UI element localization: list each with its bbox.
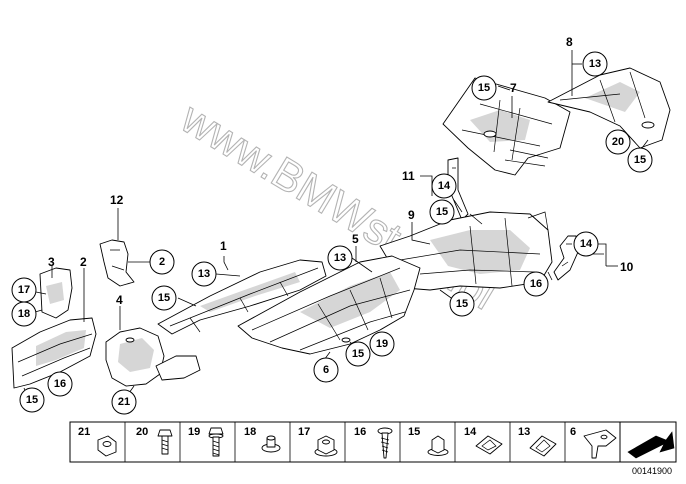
- svg-text:15: 15: [634, 154, 646, 166]
- callout: 17: [11, 277, 37, 303]
- heat-shield-7: [442, 77, 571, 176]
- part-labels: 1 2 3 4 5 7 8 9 10 11 12: [48, 35, 634, 307]
- spring-clip-icon: [529, 435, 557, 457]
- legend-strip: 21 20 19 18 17 16 15 14 13 6: [69, 421, 677, 463]
- hex-bolt-icon: [157, 429, 173, 455]
- callout: 20: [605, 129, 631, 155]
- svg-text:15: 15: [436, 206, 448, 218]
- svg-text:19: 19: [376, 338, 388, 350]
- part-label-9: 9: [408, 208, 415, 222]
- legend-label: 19: [188, 426, 200, 438]
- heat-shield-9: [379, 211, 553, 291]
- svg-text:15: 15: [26, 394, 38, 406]
- spring-nut-icon: [475, 435, 503, 455]
- callout: 13: [582, 51, 608, 77]
- callout: 15: [449, 291, 475, 317]
- svg-text:15: 15: [352, 348, 364, 360]
- callout: 16: [523, 271, 549, 297]
- callout: 21: [111, 389, 137, 415]
- bracket-10: [553, 235, 579, 281]
- legend-label: 13: [518, 426, 530, 438]
- svg-text:15: 15: [158, 292, 170, 304]
- svg-text:13: 13: [589, 58, 601, 70]
- legend-label: 6: [570, 426, 576, 438]
- callout: 15: [19, 387, 45, 413]
- legend-label: 17: [298, 426, 310, 438]
- svg-text:13: 13: [334, 252, 346, 264]
- clip-nut-icon: [427, 435, 449, 456]
- heat-shield-1: [157, 259, 327, 335]
- part-label-5: 5: [352, 232, 359, 246]
- callout: 13: [191, 261, 217, 287]
- svg-text:13: 13: [198, 268, 210, 280]
- callout: 6: [313, 357, 339, 383]
- callout: 14: [573, 231, 599, 257]
- callout: 19: [369, 331, 395, 357]
- svg-text:14: 14: [438, 180, 451, 192]
- heat-shield-8: [547, 67, 671, 149]
- bracket-12: [99, 239, 135, 287]
- svg-text:14: 14: [580, 238, 593, 250]
- callout: 18: [11, 301, 37, 327]
- part-label-10: 10: [620, 260, 634, 274]
- part-label-12: 12: [110, 193, 124, 207]
- svg-text:6: 6: [323, 364, 329, 376]
- callout: 13: [327, 245, 353, 271]
- part-label-3: 3: [48, 255, 55, 269]
- part-label-4: 4: [116, 293, 123, 307]
- legend-label: 21: [78, 426, 90, 438]
- legend-label: 15: [408, 426, 420, 438]
- self-tapping-screw-icon: [377, 427, 393, 459]
- heat-shield-2: [11, 317, 97, 389]
- legend-label: 16: [354, 426, 366, 438]
- svg-text:17: 17: [18, 284, 30, 296]
- callout: 15: [627, 147, 653, 173]
- svg-text:18: 18: [18, 308, 30, 320]
- callouts: 13 15 15 20 14 15 14 16 2 13 13 15 15 17…: [11, 51, 653, 415]
- hex-nut-icon: [97, 435, 117, 457]
- part-label-8: 8: [566, 35, 573, 49]
- legend-label: 20: [136, 426, 148, 438]
- callout: 2: [149, 249, 175, 275]
- heat-shield-4: [105, 327, 201, 387]
- legend-label: 18: [244, 426, 256, 438]
- svg-text:2: 2: [159, 256, 165, 268]
- svg-text:21: 21: [118, 396, 130, 408]
- svg-text:20: 20: [612, 136, 624, 148]
- bolt-with-washer-icon: [208, 427, 224, 457]
- callout: 15: [429, 199, 455, 225]
- bracket-3: [39, 267, 73, 319]
- part-label-11: 11: [402, 169, 415, 183]
- part-label-2: 2: [80, 255, 87, 269]
- part-label-7: 7: [510, 81, 517, 95]
- callout: 14: [431, 173, 457, 199]
- mounting-bracket-icon: [583, 429, 617, 459]
- callout: 16: [47, 371, 73, 397]
- document-number: 00141900: [632, 466, 672, 476]
- part-label-1: 1: [220, 239, 227, 253]
- heat-shield-5: [237, 255, 421, 355]
- arrow-icon: [619, 421, 677, 463]
- svg-text:16: 16: [54, 378, 66, 390]
- callout: 15: [345, 341, 371, 367]
- rivet-icon: [261, 435, 281, 453]
- svg-text:15: 15: [456, 298, 468, 310]
- legend-label: 14: [464, 426, 477, 438]
- svg-text:16: 16: [530, 278, 542, 290]
- callout: 15: [151, 285, 177, 311]
- svg-text:15: 15: [478, 82, 490, 94]
- callout: 15: [471, 75, 497, 101]
- flange-nut-icon: [314, 435, 338, 457]
